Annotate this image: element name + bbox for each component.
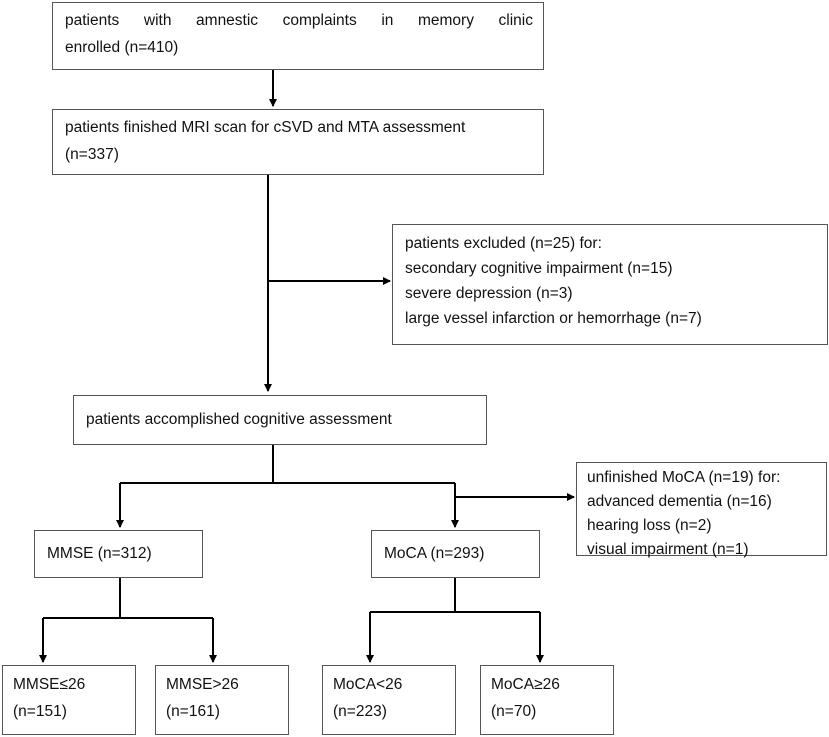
mri-line2: (n=337) [65, 146, 119, 164]
mmse-high-label: MMSE>26 [166, 676, 239, 693]
excluded-item: large vessel infarction or hemorrhage (n… [405, 310, 702, 328]
moca-label: MoCA (n=293) [384, 545, 485, 562]
cognitive-box: patients accomplished cognitive assessme… [73, 395, 487, 445]
moca-box: MoCA (n=293) [371, 530, 540, 578]
unfinished-item: advanced dementia (n=16) [587, 493, 772, 511]
moca-low-box: MoCA<26 (n=223) [322, 665, 456, 735]
unfinished-title: unfinished MoCA (n=19) for: [587, 469, 781, 486]
excluded-box: patients excluded (n=25) for: secondary … [392, 224, 828, 345]
excluded-item: secondary cognitive impairment (n=15) [405, 260, 673, 278]
mmse-high-count: (n=161) [166, 703, 220, 721]
enrolled-line2: enrolled (n=410) [65, 39, 179, 57]
moca-low-count: (n=223) [333, 703, 387, 721]
moca-low-label: MoCA<26 [333, 676, 403, 693]
mmse-low-count: (n=151) [13, 703, 67, 721]
mmse-low-label: MMSE≤26 [13, 676, 86, 693]
unfinished-box: unfinished MoCA (n=19) for: advanced dem… [576, 462, 827, 558]
mmse-box: MMSE (n=312) [34, 530, 203, 578]
unfinished-item: hearing loss (n=2) [587, 517, 712, 535]
mri-line1: patients finished MRI scan for cSVD and … [65, 119, 466, 136]
excluded-item: severe depression (n=3) [405, 285, 573, 303]
mmse-low-box: MMSE≤26 (n=151) [2, 665, 136, 735]
excluded-title: patients excluded (n=25) for: [405, 235, 602, 252]
moca-high-box: MoCA≥26 (n=70) [480, 665, 614, 735]
mmse-high-box: MMSE>26 (n=161) [155, 665, 289, 735]
moca-high-label: MoCA≥26 [491, 676, 560, 693]
mmse-label: MMSE (n=312) [47, 545, 152, 562]
enrolled-line1: patients with amnestic complaints in mem… [65, 12, 533, 29]
unfinished-item: visual impairment (n=1) [587, 541, 749, 559]
cognitive-label: patients accomplished cognitive assessme… [86, 411, 392, 428]
mri-box: patients finished MRI scan for cSVD and … [52, 109, 544, 175]
enrolled-box: patients with amnestic complaints in mem… [52, 2, 544, 70]
moca-high-count: (n=70) [491, 703, 537, 721]
